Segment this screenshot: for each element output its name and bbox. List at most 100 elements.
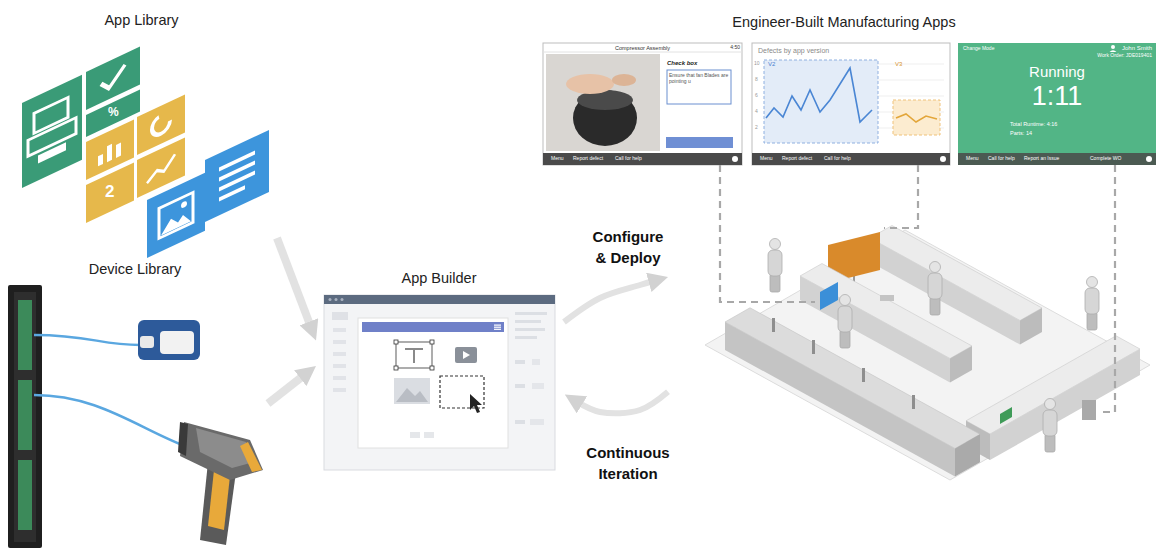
app-screen: Change ModeJohn SmithWork Order: JDE0194… <box>958 43 1158 165</box>
app-tile <box>101 65 125 92</box>
screen-art <box>958 153 1156 165</box>
device-library-art <box>8 285 263 548</box>
factory-floor <box>820 282 838 310</box>
tile-label: % <box>108 106 119 118</box>
screen-art <box>1146 156 1152 162</box>
factory-floor <box>928 262 942 316</box>
toolbar-button: Complete WO <box>1090 156 1121 162</box>
app-tile <box>219 151 255 172</box>
leader-line <box>720 165 1115 412</box>
factory-floor <box>1020 308 1042 345</box>
screen-art <box>543 153 742 165</box>
leader-line <box>884 165 918 228</box>
screen-art <box>667 70 731 104</box>
app-group: Engineer-Built Manufacturing AppsCompres… <box>668 8 1158 550</box>
screen-art <box>752 43 950 165</box>
factory-floor <box>1085 277 1099 331</box>
factory-floor <box>955 434 980 476</box>
group-heading: Engineer-Built Manufacturing Apps <box>668 14 1020 31</box>
factory-floor <box>1043 399 1057 453</box>
axis-tick: 10 <box>754 61 760 67</box>
app-builder-art <box>333 376 346 380</box>
app-builder-art <box>532 383 544 389</box>
factory-floor <box>912 395 915 409</box>
screen-art <box>1110 50 1117 52</box>
factory-floor <box>1000 407 1012 424</box>
app-tile <box>152 111 170 137</box>
card-reader <box>138 320 200 360</box>
axis-tick: 6 <box>755 93 758 99</box>
app-builder-art <box>332 312 348 320</box>
toolbar-button: Call for help <box>988 156 1015 162</box>
field-text: Ensure that fan Blades are pointing u <box>669 72 729 85</box>
app-builder-art <box>362 322 504 332</box>
toolbar-button: Menu <box>966 156 979 162</box>
factory-floor <box>705 226 1150 481</box>
screen-art <box>752 153 950 165</box>
flow-arrow <box>277 238 311 327</box>
timer-text: 1:11 <box>958 81 1156 112</box>
app-tile <box>205 130 269 222</box>
factory-floor <box>1082 400 1096 420</box>
terminal-block <box>18 300 32 370</box>
app-builder-art <box>532 359 540 365</box>
app-builder-art <box>394 378 430 404</box>
app-library-art <box>22 47 269 258</box>
series-label: V2 <box>768 61 775 68</box>
screen-art <box>940 156 946 162</box>
factory-floor <box>950 346 972 383</box>
edge-label: Configure & Deploy <box>583 225 673 269</box>
app-builder-art <box>324 295 555 470</box>
app-builder-art <box>530 419 544 425</box>
app-builder-art <box>324 295 555 470</box>
barcode-scanner <box>178 422 188 456</box>
app-builder-art <box>494 325 501 326</box>
app-tile <box>205 130 269 222</box>
axis-tick: 2 <box>755 125 758 131</box>
app-builder-art <box>333 328 346 332</box>
cable <box>34 335 140 345</box>
app-builder-art <box>333 352 346 356</box>
clock-text: 4:50 <box>730 45 740 51</box>
screen-art <box>766 68 872 122</box>
screen-art <box>893 100 940 135</box>
cable <box>34 395 190 448</box>
app-builder-art <box>515 328 545 331</box>
flow-arrow <box>577 392 668 414</box>
library-group: Device Library <box>4 255 268 552</box>
group-heading: Device Library <box>4 261 266 278</box>
card-reader <box>160 331 194 354</box>
axis-tick: 4 <box>755 109 758 115</box>
app-builder-art <box>396 388 428 402</box>
stat-text: Total Runtime: 4:16 <box>1010 121 1057 127</box>
screen-art <box>546 54 660 151</box>
screen-art <box>612 74 636 86</box>
screen-art <box>764 60 878 143</box>
app-tile <box>159 192 193 238</box>
io-rack <box>14 292 36 542</box>
app-tile <box>219 161 255 182</box>
app-builder-art <box>455 347 477 363</box>
factory-floor <box>838 295 852 349</box>
toolbar-button: Menu <box>551 156 564 162</box>
app-builder-art <box>515 360 525 364</box>
card-reader <box>140 336 154 348</box>
terminal-block <box>18 460 32 530</box>
factory-floor <box>725 308 980 449</box>
app-tile <box>161 209 191 235</box>
app-builder-art <box>324 295 555 304</box>
app-tile <box>86 162 134 223</box>
group-heading: App Library <box>8 12 275 29</box>
screen-art <box>958 43 1156 165</box>
series-label: V3 <box>895 61 902 68</box>
toolbar-button: Report an Issue <box>1024 156 1059 162</box>
barcode-scanner <box>178 422 263 545</box>
terminal-block <box>18 380 32 450</box>
leader-line <box>1098 165 1115 412</box>
screen-art <box>666 137 733 148</box>
factory-floor <box>772 318 775 332</box>
app-builder-art <box>515 312 547 315</box>
app-builder-art <box>358 318 508 448</box>
flow-arrow <box>268 375 305 404</box>
app-tile <box>38 142 66 163</box>
